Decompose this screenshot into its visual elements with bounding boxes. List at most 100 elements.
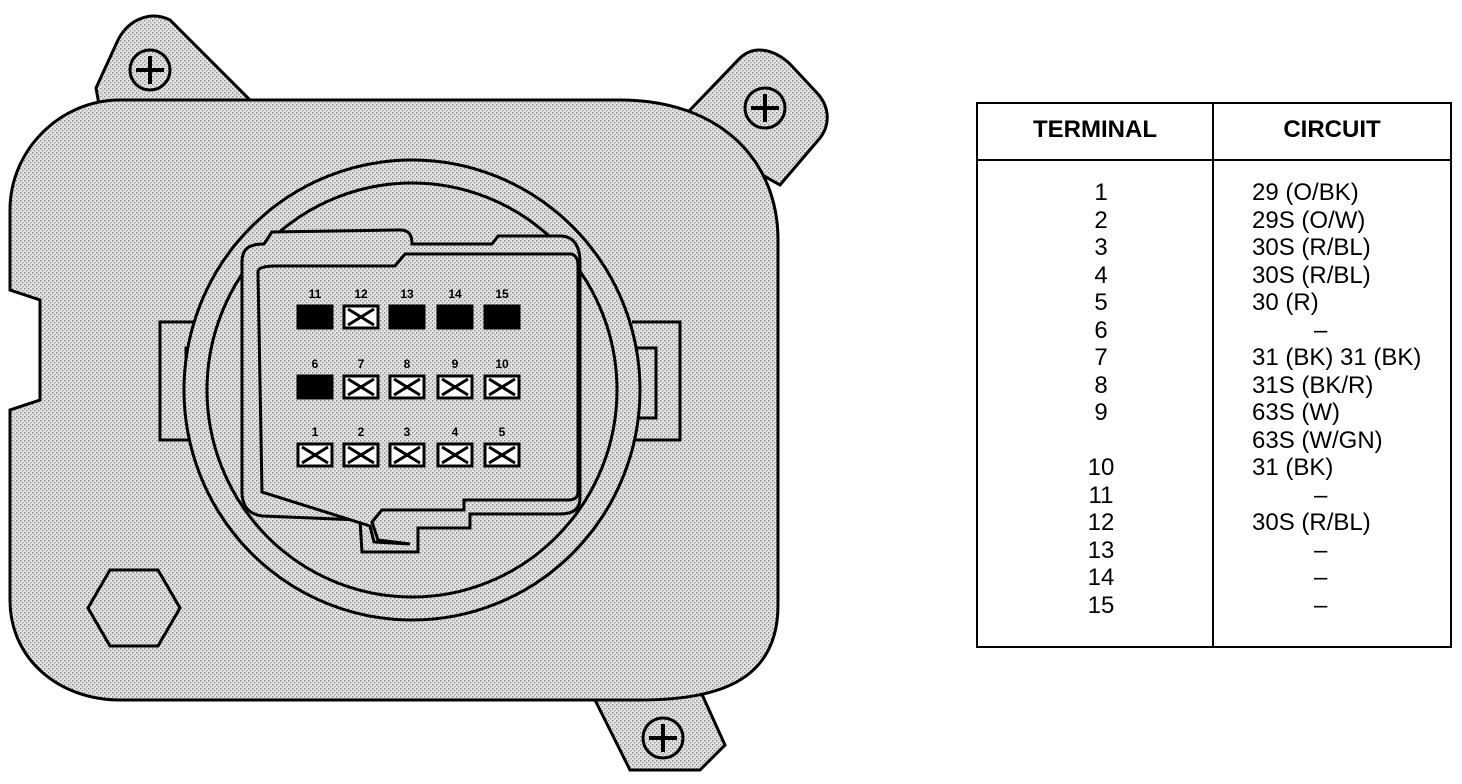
circuit-cell: 63S (W/GN) <box>1252 426 1383 454</box>
circuit-cell: 29 (O/BK) <box>1252 179 1359 206</box>
table-row: 5 30 (R) <box>978 289 1450 317</box>
terminal-cell: 15 <box>1087 591 1115 619</box>
circuit-cell: 63S (W) <box>1252 399 1341 426</box>
circuit-cell: – <box>1314 316 1328 344</box>
table-row: 14 – <box>978 564 1450 592</box>
circuit-cell: 31 (BK) 31 (BK) <box>1252 344 1422 371</box>
table-row: 7 31 (BK) 31 (BK) <box>978 344 1450 372</box>
header-rule <box>978 159 1450 161</box>
table-row: 4 30S (R/BL) <box>978 262 1450 290</box>
pin-label: 4 <box>452 425 459 439</box>
terminal-cell: 7 <box>1094 344 1108 371</box>
terminal-cell: 1 <box>1094 179 1108 206</box>
header-circuit: CIRCUIT <box>1283 116 1381 143</box>
pin-7: 7 <box>342 357 380 400</box>
circuit-cell: 31S (BK/R) <box>1252 371 1374 399</box>
pin-label: 14 <box>448 287 462 301</box>
table-row: 13 – <box>978 537 1450 565</box>
pin-label: 8 <box>404 357 411 371</box>
pin-13: 13 <box>388 287 426 330</box>
table-rows: 1 29 (O/BK) 2 29S (O/W) 3 30S (R/BL) 4 30S (… <box>978 179 1450 619</box>
pin-5: 5 <box>483 425 521 468</box>
table-row: 63S (W/GN) <box>978 427 1450 455</box>
pin-3: 3 <box>388 425 426 468</box>
terminal-cell: 10 <box>1087 454 1115 481</box>
pin-cross-icon <box>347 307 375 327</box>
circuit-cell: – <box>1314 536 1328 564</box>
pin-cross-icon <box>393 445 421 465</box>
pin-label: 10 <box>495 357 509 371</box>
table-row: 3 30S (R/BL) <box>978 234 1450 262</box>
pin-15: 15 <box>483 287 521 330</box>
pin-cross-icon <box>347 445 375 465</box>
screw-icon-bottom <box>641 716 685 760</box>
screw-icon-top-right <box>743 86 787 130</box>
mounting-ear-top-left <box>94 14 264 112</box>
pin-label: 12 <box>354 287 368 301</box>
terminal-cell: 14 <box>1087 564 1115 591</box>
pin-filled-icon <box>296 374 334 400</box>
pin-4: 4 <box>436 425 474 468</box>
pin-label: 6 <box>312 357 319 371</box>
terminal-cell: 5 <box>1094 289 1108 316</box>
pin-cross-icon <box>488 377 516 397</box>
pin-label: 1 <box>312 425 319 439</box>
terminal-cell: 4 <box>1094 261 1108 289</box>
pin-6: 6 <box>296 357 334 400</box>
circuit-cell: 30S (R/BL) <box>1252 261 1371 289</box>
header-terminal: TERMINAL <box>1033 116 1157 143</box>
pin-cross-icon <box>347 377 375 397</box>
terminal-cell: 6 <box>1094 316 1108 344</box>
column-divider <box>1212 104 1214 646</box>
terminal-cell: 11 <box>1088 481 1114 509</box>
terminal-cell: 13 <box>1087 536 1115 564</box>
pin-1: 1 <box>296 425 334 468</box>
table-row: 2 29S (O/W) <box>978 207 1450 235</box>
pin-2: 2 <box>342 425 380 468</box>
circuit-cell: 30S (R/BL) <box>1252 509 1371 536</box>
pin-label: 11 <box>309 287 322 301</box>
pin-8: 8 <box>388 357 426 400</box>
pin-cross-icon <box>488 445 516 465</box>
table-row: 12 30S (R/BL) <box>978 509 1450 537</box>
pin-cross-icon <box>441 377 469 397</box>
pin-cross-icon <box>301 445 329 465</box>
pin-14: 14 <box>436 287 474 330</box>
pin-9: 9 <box>436 357 474 400</box>
table-row: 6– <box>978 317 1450 345</box>
pin-cross-icon <box>441 445 469 465</box>
hex-nut-icon <box>86 568 182 648</box>
terminal-cell: 2 <box>1094 206 1108 234</box>
terminal-cell: 9 <box>1094 399 1108 426</box>
circuit-cell: – <box>1314 564 1328 591</box>
pin-label: 9 <box>452 357 459 371</box>
table-row: 9 63S (W) <box>978 399 1450 427</box>
circuit-cell: 29S (O/W) <box>1252 206 1366 234</box>
table-row: 11 – <box>978 482 1450 510</box>
circuit-cell: – <box>1314 591 1328 619</box>
screw-icon-top-left <box>128 48 172 92</box>
terminal-cell: 12 <box>1087 509 1115 536</box>
pin-12: 12 <box>342 287 380 330</box>
pin-filled-icon <box>296 304 334 330</box>
pin-label: 2 <box>358 425 365 439</box>
pin-filled-icon <box>388 304 426 330</box>
circuit-cell: 31 (BK) <box>1252 454 1334 481</box>
circuit-cell: 30S (R/BL) <box>1252 234 1371 261</box>
table-row: 15 – <box>978 592 1450 620</box>
pin-label: 3 <box>404 425 411 439</box>
pin-label: 7 <box>358 357 365 371</box>
circuit-cell: 30 (R) <box>1252 289 1319 316</box>
pin-label: 15 <box>495 287 509 301</box>
terminal-cell: 3 <box>1094 234 1108 261</box>
pin-cross-icon <box>393 377 421 397</box>
pin-11: 11 <box>296 287 334 330</box>
circuit-cell: – <box>1314 481 1328 509</box>
pin-label: 5 <box>499 425 506 439</box>
terminal-circuit-table: TERMINAL CIRCUIT 1 29 (O/BK) 2 29S (O/W) 3… <box>976 102 1452 648</box>
pin-filled-icon <box>483 304 521 330</box>
table-row: 1 29 (O/BK) <box>978 179 1450 207</box>
